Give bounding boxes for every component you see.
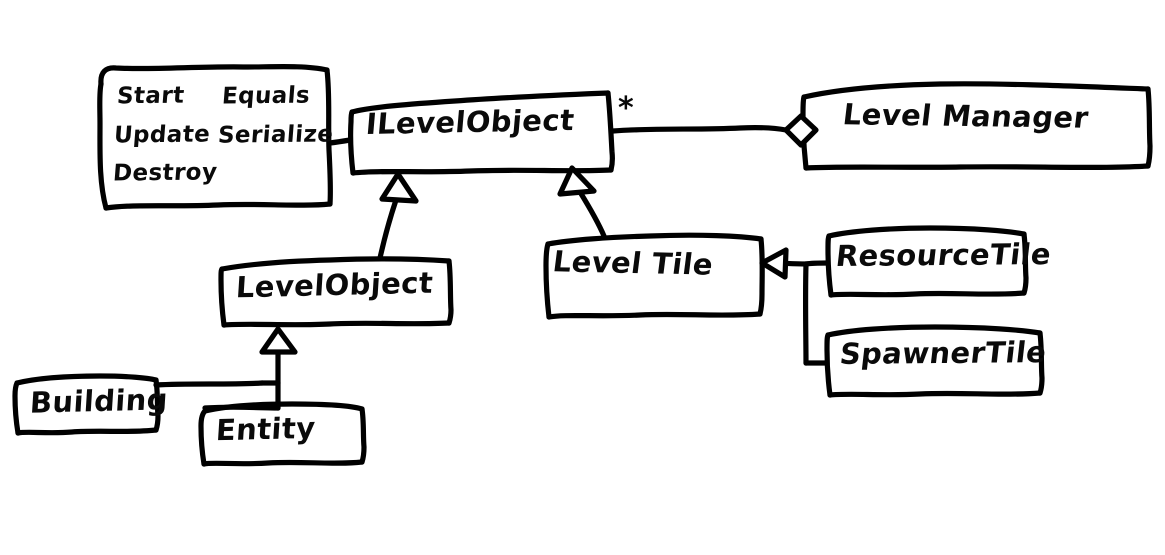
edge-levelobject-ilevelobject: [377, 197, 399, 261]
levelmanager-box-outline: [800, 81, 1153, 171]
node-label-building: Building: [28, 382, 170, 420]
methods-link-stroke: [327, 137, 353, 146]
edge-leveltile-ilevelobject: [577, 189, 607, 239]
methods-box-outline: [97, 64, 334, 211]
node-label-resourcetile: ResourceTile: [834, 237, 1054, 273]
levelobject-box-outline: [218, 256, 454, 328]
leveltile-box-outline: [543, 232, 765, 320]
hollow-triangle-leveltile: [557, 165, 597, 197]
node-label-levelobject: LevelObject: [234, 265, 435, 305]
hollow-triangle-leveltile-right: [759, 247, 789, 280]
resourcetile-box-outline: [825, 225, 1029, 298]
edge-ilevelobject-levelmanager: [610, 125, 789, 134]
building-box-outline: [12, 373, 161, 436]
node-label-spawnertile: SpawnerTile: [838, 335, 1049, 371]
node-label-ilevelobject: ILevelObject: [364, 102, 576, 142]
methods-row-1-right: Serialize: [217, 121, 335, 149]
node-label-levelmanager: Level Manager: [841, 97, 1091, 135]
edge-tiles-leveltile: [769, 260, 831, 366]
multiplicity-star: *: [618, 91, 635, 126]
methods-row-2-left: Destroy: [112, 159, 219, 187]
node-label-leveltile: Level Tile: [550, 244, 716, 282]
hollow-triangle-levelobject-bottom: [259, 326, 298, 355]
node-label-entity: Entity: [214, 410, 317, 448]
methods-row-0-right: Equals: [221, 82, 312, 110]
edge-building-entity-levelobject: [153, 341, 281, 411]
spawnertile-box-outline: [824, 324, 1045, 398]
methods-row-1-left: Update: [113, 121, 212, 149]
hollow-diamond-marker: [783, 113, 819, 148]
methods-row-0-left: Start: [116, 82, 186, 110]
hollow-triangle-levelobject: [379, 171, 419, 204]
